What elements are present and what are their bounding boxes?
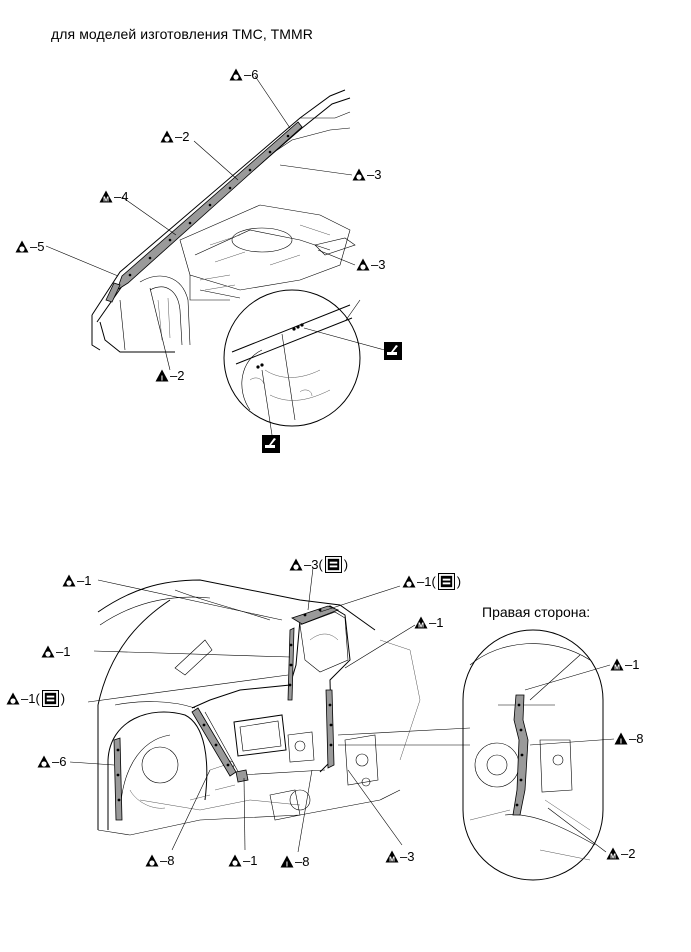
m-triangle-icon: M xyxy=(606,847,620,860)
callout-label: –8 xyxy=(295,853,310,869)
circle-o-triangle-icon xyxy=(41,645,55,658)
i-triangle-icon: I xyxy=(280,855,294,868)
svg-text:M: M xyxy=(389,856,395,863)
inset_callouts-callout-1: I –8 xyxy=(614,730,643,746)
top_callouts-callout-6: I –2 xyxy=(155,367,184,383)
circle-o-triangle-icon xyxy=(229,68,243,81)
callout-label: –1( xyxy=(21,690,40,706)
top_callouts-callout-0: –6 xyxy=(229,66,258,82)
top_callouts-callout-5: –3 xyxy=(356,256,385,272)
m-triangle-icon: M xyxy=(414,616,428,629)
close-paren: ) xyxy=(60,690,66,706)
right-side-label: Правая сторона: xyxy=(482,604,591,620)
callout-label: –3 xyxy=(371,256,386,272)
callout-label: –1( xyxy=(417,573,436,589)
m-triangle-icon: M xyxy=(610,658,624,671)
callout-label: –3 xyxy=(400,848,415,864)
circle-o-triangle-icon xyxy=(6,692,20,705)
circle-o-triangle-icon xyxy=(228,854,242,867)
bottom_callouts-callout-0: –1 xyxy=(62,572,91,588)
sealer-applicator-icon xyxy=(384,342,402,360)
bottom_callouts-callout-6: –6 xyxy=(37,753,66,769)
top-body-illustration xyxy=(45,75,393,436)
model-header: для моделей изготовления TMC, TMMR xyxy=(51,26,313,42)
svg-text:M: M xyxy=(103,196,109,203)
svg-text:M: M xyxy=(418,622,424,629)
svg-text:I: I xyxy=(620,738,622,745)
sealer-applicator-icon xyxy=(262,435,280,453)
bottom_callouts-callout-8: –1 xyxy=(228,852,257,868)
callout-label: –8 xyxy=(629,730,644,746)
callout-label: –1 xyxy=(243,852,258,868)
callout-label: –4 xyxy=(114,188,129,204)
callout-label: –8 xyxy=(160,852,175,868)
circle-o-triangle-icon xyxy=(352,168,366,181)
callout-label: –1 xyxy=(77,572,92,588)
callout-label: –2 xyxy=(621,845,636,861)
callout-label: –6 xyxy=(52,753,67,769)
bottom_callouts-callout-5: –1() xyxy=(6,689,66,707)
i-triangle-icon: I xyxy=(155,369,169,382)
top_callouts-callout-3: M –4 xyxy=(99,188,128,204)
callout-label: –5 xyxy=(30,238,45,254)
sealer-applicator-icon xyxy=(324,555,342,573)
close-paren: ) xyxy=(343,556,349,572)
i-triangle-icon: I xyxy=(614,732,628,745)
sealer-applicator-icon xyxy=(437,572,455,590)
svg-text:M: M xyxy=(614,664,620,671)
circle-o-triangle-icon xyxy=(145,854,159,867)
svg-text:I: I xyxy=(286,861,288,868)
callout-label: –2 xyxy=(175,128,190,144)
circle-o-triangle-icon xyxy=(402,575,416,588)
callout-label: –6 xyxy=(244,66,259,82)
close-paren: ) xyxy=(456,573,462,589)
top_callouts-callout-2: –3 xyxy=(352,166,381,182)
callout-label: –1 xyxy=(625,656,640,672)
bottom_callouts-callout-9: I –8 xyxy=(280,853,309,869)
m-triangle-icon: M xyxy=(99,190,113,203)
m-triangle-icon: M xyxy=(385,850,399,863)
circle-o-triangle-icon xyxy=(62,574,76,587)
circle-o-triangle-icon xyxy=(160,130,174,143)
callout-label: –2 xyxy=(170,367,185,383)
top_callouts-callout-1: –2 xyxy=(160,128,189,144)
bottom_callouts-callout-2: –1() xyxy=(402,572,462,590)
bottom-body-illustration xyxy=(69,567,471,853)
bottom_callouts-callout-7: –8 xyxy=(145,852,174,868)
circle-o-triangle-icon xyxy=(37,755,51,768)
circle-o-triangle-icon xyxy=(15,240,29,253)
callout-label: –1 xyxy=(429,614,444,630)
right-side-inset xyxy=(462,629,615,881)
top_callouts-callout-4: –5 xyxy=(15,238,44,254)
bottom_callouts-callout-3: M –1 xyxy=(414,614,443,630)
inset_callouts-callout-0: M –1 xyxy=(610,656,639,672)
callout-label: –3 xyxy=(367,166,382,182)
bottom_callouts-callout-1: –3() xyxy=(289,555,349,573)
svg-text:M: M xyxy=(610,853,616,860)
sealer-applicator-icon xyxy=(41,689,59,707)
callout-label: –1 xyxy=(56,643,71,659)
svg-text:I: I xyxy=(161,375,163,382)
bottom_callouts-callout-4: –1 xyxy=(41,643,70,659)
circle-o-triangle-icon xyxy=(356,258,370,271)
bottom_callouts-callout-10: M –3 xyxy=(385,848,414,864)
circle-o-triangle-icon xyxy=(289,558,303,571)
callout-label: –3( xyxy=(304,556,323,572)
inset_callouts-callout-2: M –2 xyxy=(606,845,635,861)
